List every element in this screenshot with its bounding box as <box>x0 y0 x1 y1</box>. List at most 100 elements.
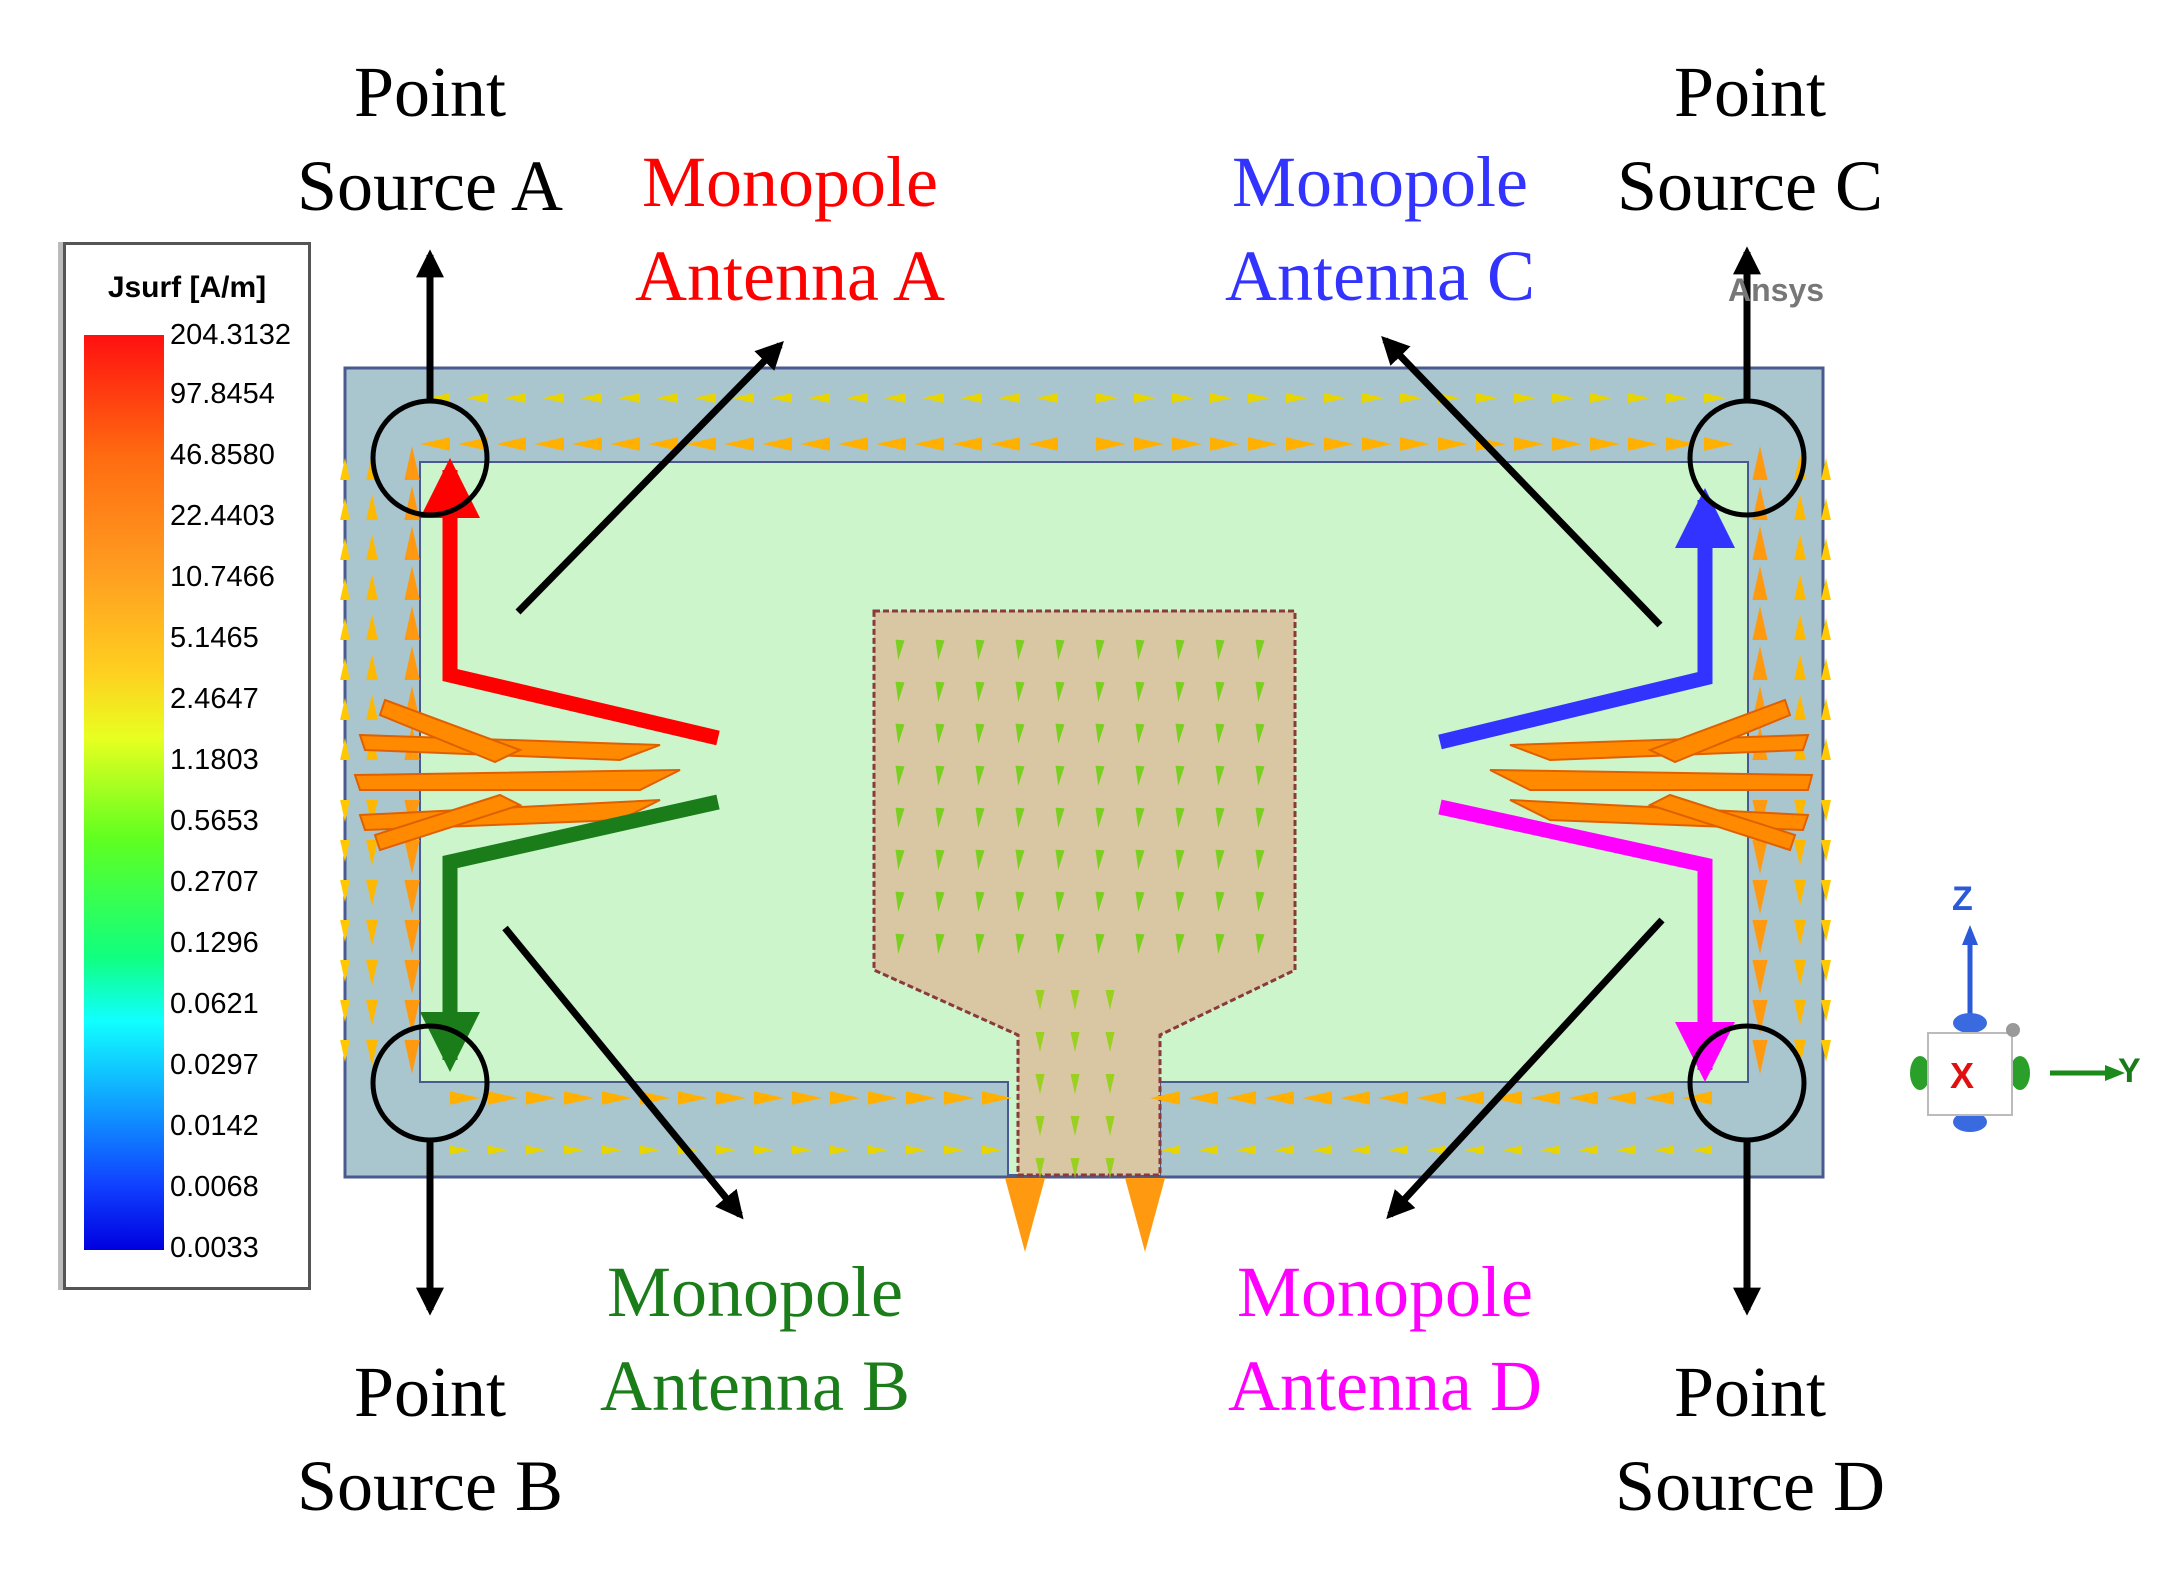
feed-cone-left <box>1005 1178 1045 1252</box>
current-vector <box>1794 614 1806 640</box>
pointer-monopole-c <box>1381 335 1663 628</box>
current-vector <box>466 393 488 403</box>
axis-y-label: Y <box>2118 1052 2141 1090</box>
current-vector <box>1175 723 1185 744</box>
current-vector <box>868 1145 888 1155</box>
current-vector <box>868 1091 898 1105</box>
current-vector <box>1055 849 1065 870</box>
legend-tick: 0.0033 <box>170 1232 259 1264</box>
current-vector <box>1172 437 1202 451</box>
current-vector <box>1704 393 1726 403</box>
current-vector <box>1055 933 1065 954</box>
current-vector <box>340 618 350 640</box>
current-vector <box>1794 1000 1806 1026</box>
current-vector <box>1692 1145 1712 1155</box>
current-vector <box>724 437 754 451</box>
current-vector <box>1035 1074 1045 1094</box>
current-vector <box>1175 849 1185 870</box>
current-vector <box>975 681 985 702</box>
current-vector <box>1255 681 1265 702</box>
point-source-a-marker <box>370 398 490 518</box>
current-vector <box>1215 807 1225 828</box>
current-vector <box>1752 446 1768 480</box>
current-vector <box>1215 849 1225 870</box>
current-vector <box>366 1000 378 1026</box>
current-vector <box>1590 437 1620 451</box>
current-vector <box>366 654 378 680</box>
current-vector <box>1095 933 1105 954</box>
current-vector <box>1255 723 1265 744</box>
current-vector <box>404 880 420 914</box>
ansys-watermark: Ansys <box>1728 272 1825 308</box>
current-vector <box>1821 738 1831 760</box>
current-vector <box>366 574 378 600</box>
current-vector <box>792 1145 812 1155</box>
current-vector <box>1095 639 1105 660</box>
current-vector <box>1590 393 1612 403</box>
legend-tick: 204.3132 <box>170 319 291 351</box>
current-vector <box>1666 437 1696 451</box>
current-vector <box>618 393 640 403</box>
legend-tick: 0.0142 <box>170 1110 259 1142</box>
label-monopole-d: Monopole Antenna D <box>1228 1252 1542 1426</box>
current-vector <box>1794 654 1806 680</box>
current-vector <box>808 393 830 403</box>
current-vector <box>1135 723 1145 744</box>
feed-cone-right <box>1125 1178 1165 1252</box>
current-vector <box>640 1145 660 1155</box>
current-vector <box>1035 990 1045 1010</box>
current-burst-right <box>1489 698 1814 852</box>
current-vector <box>602 1091 632 1105</box>
label-monopole-b: Monopole Antenna B <box>600 1252 910 1426</box>
current-vector <box>1095 681 1105 702</box>
current-vector <box>366 880 378 906</box>
current-vector <box>1055 765 1065 786</box>
current-vector <box>1568 1091 1598 1105</box>
current-vector <box>1821 1040 1831 1062</box>
label-point-source-a: Point Source A <box>297 52 563 226</box>
current-vector <box>1286 437 1316 451</box>
current-vector <box>366 840 378 866</box>
current-vector <box>366 1040 378 1066</box>
current-vector <box>488 1145 508 1155</box>
current-vector <box>1752 880 1768 914</box>
current-vector <box>1095 891 1105 912</box>
current-vector <box>1502 1145 1522 1155</box>
legend-tick: 97.8454 <box>170 378 275 410</box>
current-vector <box>366 494 378 520</box>
antenna-b-current-arrow <box>420 794 720 1072</box>
current-vector <box>1105 990 1115 1010</box>
current-vector <box>1135 765 1145 786</box>
current-vector <box>1794 840 1806 866</box>
current-vector <box>935 807 945 828</box>
current-vector <box>1606 1091 1636 1105</box>
current-vector <box>404 1040 420 1074</box>
current-vector <box>1028 437 1058 451</box>
current-vector <box>914 437 944 451</box>
current-vector <box>1135 639 1145 660</box>
current-vector <box>1036 393 1058 403</box>
current-vector <box>935 849 945 870</box>
current-vector <box>1135 681 1145 702</box>
current-vector <box>340 880 350 902</box>
axis-triad <box>1910 925 2125 1132</box>
antenna-d-current-arrow <box>1438 799 1735 1082</box>
current-vector <box>1312 1145 1332 1155</box>
current-vector <box>1015 933 1025 954</box>
current-vector <box>1175 681 1185 702</box>
current-vector <box>846 393 868 403</box>
current-vector <box>895 723 905 744</box>
current-vector <box>1362 437 1392 451</box>
current-vector <box>1794 800 1806 826</box>
legend-tick: 5.1465 <box>170 622 259 654</box>
current-vector <box>1794 494 1806 520</box>
current-vector <box>1324 437 1354 451</box>
current-vector <box>1324 393 1346 403</box>
current-vector <box>450 1091 480 1105</box>
current-vector <box>526 1091 556 1105</box>
current-vector <box>1255 849 1265 870</box>
current-vector <box>1514 437 1544 451</box>
current-vector <box>1175 639 1185 660</box>
current-vector <box>1752 566 1768 600</box>
current-vector <box>1821 658 1831 680</box>
